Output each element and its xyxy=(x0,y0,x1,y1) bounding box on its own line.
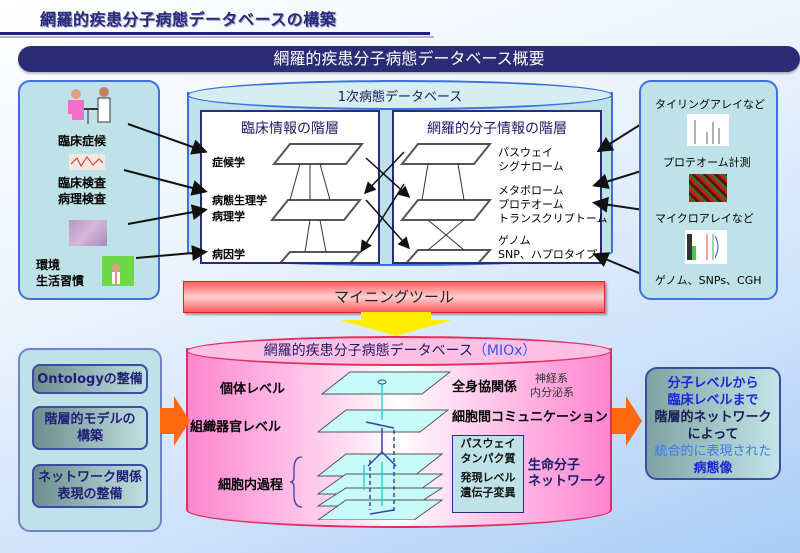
level-layer-cell-1 xyxy=(316,453,444,477)
level-layer-tissue xyxy=(316,409,450,433)
task-hierarchical-model-line1: 階層的モデルの xyxy=(44,412,136,427)
layer-etiology: 病因学 xyxy=(212,248,245,261)
layer-pathophysiology: 病態生理学 xyxy=(212,194,267,207)
layer-transcriptome: トランスクリプトーム xyxy=(498,212,608,225)
sub-endocrine-system: 内分泌系 xyxy=(530,386,574,399)
mioxdb-title: 網羅的疾患分子病態データベース（MIOx） xyxy=(225,340,575,360)
label-clinical-tests: 臨床検査 xyxy=(58,176,107,190)
label-tiling-array: タイリングアレイなど xyxy=(655,98,765,111)
proteome-heatmap-icon xyxy=(689,174,727,202)
layer-pathway: パスウェイ xyxy=(498,146,553,159)
molecular-layer-2 xyxy=(399,199,493,221)
molecular-network-label-1: 生命分子 xyxy=(528,458,581,473)
clinical-layer-stack xyxy=(270,143,365,262)
layer-proteome: プロテオーム xyxy=(498,198,564,211)
layer-pathology: 病理学 xyxy=(212,210,245,223)
result-box: 分子レベルから 臨床レベルまで 階層的ネットワーク によって 統合的に表現された… xyxy=(645,367,781,480)
label-proteome-measurement: プロテオーム計測 xyxy=(663,156,751,169)
title-underline xyxy=(0,32,430,35)
mioxdb-layer-stack xyxy=(316,371,452,520)
mioxdb-title-accent: （MIOx） xyxy=(472,343,537,359)
task-network-line2: 表現の整備 xyxy=(57,487,123,502)
label-microarray: マイクロアレイなど xyxy=(655,212,754,225)
level-layer-cell-4 xyxy=(317,499,444,520)
layer-symptomatology: 症候学 xyxy=(212,156,245,169)
overview-banner: 網羅的疾患分子病態データベース概要 xyxy=(18,46,800,72)
task-ontology-label: Ontologyの整備 xyxy=(37,371,143,387)
mol-item-expression: 発現レベル xyxy=(460,471,516,484)
mol-item-pathway: パスウェイ xyxy=(460,437,516,450)
label-genome-snps-cgh: ゲノム、SNPs、CGH xyxy=(655,274,762,287)
mioxdb-title-text: 網羅的疾患分子病態データベース xyxy=(263,343,473,359)
microarray-plot-icon xyxy=(685,230,727,264)
result-line-6: 病態像 xyxy=(693,461,733,476)
sub-nervous-system: 神経系 xyxy=(535,372,568,385)
result-line-5: 統合的に表現された xyxy=(654,444,772,459)
doctor-patient-icon xyxy=(68,87,111,124)
molecular-hierarchy-box: 網羅的分子情報の階層 パスウェイ シグナローム メタボローム プロテオーム トラ… xyxy=(392,110,607,264)
label-clinical-symptoms: 臨床症候 xyxy=(58,134,107,148)
task-network-representation: ネットワーク関係 表現の整備 xyxy=(32,464,148,508)
right-arrow-icon xyxy=(612,396,642,446)
tiling-array-chart-icon xyxy=(687,114,729,146)
level-individual: 個体レベル xyxy=(220,382,286,397)
molecular-layer-stack xyxy=(399,143,493,262)
brace-icon xyxy=(290,456,303,508)
label-environment: 環境 xyxy=(36,258,61,272)
result-line-4: によって xyxy=(687,427,739,442)
molecular-network-label-2: ネットワーク xyxy=(528,474,607,489)
lab-chart-icon xyxy=(69,154,105,170)
molecular-hierarchy-heading: 網羅的分子情報の階層 xyxy=(427,121,567,137)
layer-genome: ゲノム xyxy=(498,234,531,247)
molecular-layer-1 xyxy=(399,143,493,165)
mining-tool-bar: マイニングツール xyxy=(183,281,605,313)
result-line-2: 臨床レベルまで xyxy=(667,393,759,408)
task-ontology: Ontologyの整備 xyxy=(32,364,148,394)
mol-item-mutation: 遺伝子変異 xyxy=(460,486,516,499)
pathology-slide-icon xyxy=(69,220,107,246)
development-tasks-panel: Ontologyの整備 階層的モデルの 構築 ネットワーク関係 表現の整備 xyxy=(18,348,162,532)
result-line-3: 階層的ネットワーク xyxy=(654,410,772,425)
task-hierarchical-model-line2: 構築 xyxy=(76,429,103,444)
clinical-layer-3 xyxy=(279,251,363,262)
molecular-layer-3 xyxy=(405,249,493,262)
label-lifestyle: 生活習慣 xyxy=(36,274,85,288)
level-intercellular-communication: 細胞間コミュニケーション xyxy=(452,410,608,425)
level-tissue-organ: 組織器官レベル xyxy=(190,420,282,435)
clinical-hierarchy-heading: 臨床情報の階層 xyxy=(241,121,339,137)
level-intracellular: 細胞内過程 xyxy=(218,478,284,493)
level-whole-body: 全身協関係 xyxy=(452,380,518,395)
molecular-items-box: パスウェイ タンパク質 発現レベル 遺伝子変異 xyxy=(452,435,524,513)
molecular-input-panel: タイリングアレイなど プロテオーム計測 マイクロアレイなど ゲノム、SNPs、C… xyxy=(639,80,778,300)
mioxdb-cylinder-top xyxy=(186,336,612,366)
clinical-layer-2 xyxy=(270,199,363,221)
task-hierarchical-model: 階層的モデルの 構築 xyxy=(32,406,148,450)
result-line-1: 分子レベルから xyxy=(667,376,759,391)
primary-database-title: 1次病態データベース xyxy=(337,90,463,105)
clinical-input-panel: 臨床症候 臨床検査 病理検査 環境 生活習慣 xyxy=(18,80,160,300)
page-title: 網羅的疾患分子病態データベースの構築 xyxy=(40,10,337,29)
label-pathology-tests: 病理検査 xyxy=(58,192,107,206)
clinical-layer-1 xyxy=(271,143,365,165)
title-underline-shadow xyxy=(0,36,434,38)
layer-metabolome: メタボローム xyxy=(498,184,564,197)
down-arrow-icon xyxy=(340,312,452,336)
mol-item-protein: タンパク質 xyxy=(460,452,516,465)
lifestyle-icon xyxy=(102,256,134,286)
task-network-line1: ネットワーク関係 xyxy=(37,470,142,485)
primary-database-cylinder-top xyxy=(187,80,613,110)
layer-snp-haplotype: SNP、ハプロタイプ xyxy=(498,248,597,261)
layer-signalome: シグナローム xyxy=(498,160,564,173)
clinical-hierarchy-box: 臨床情報の階層 症候学 病態生理学 病理学 病因学 xyxy=(200,110,380,264)
right-arrow-icon xyxy=(160,396,190,446)
